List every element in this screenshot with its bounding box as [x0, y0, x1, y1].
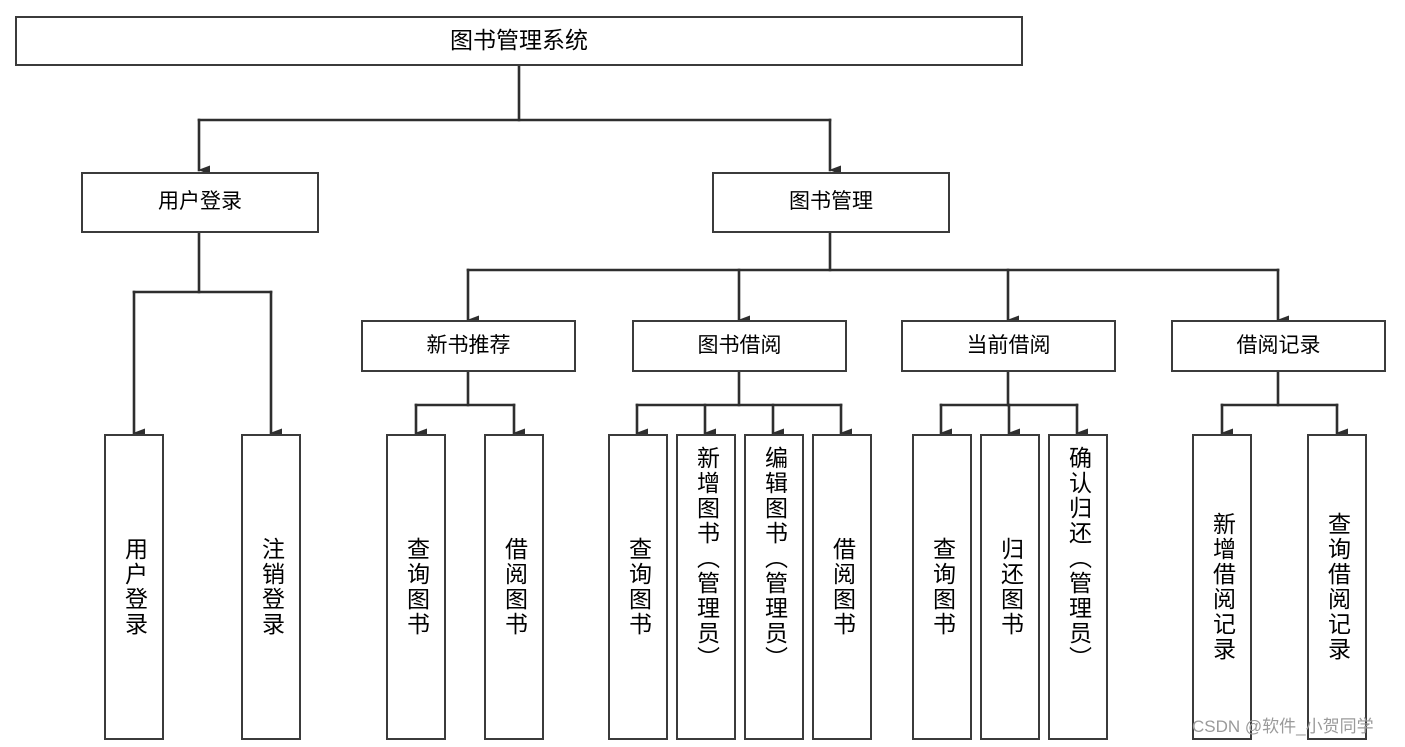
node-book-management[interactable]: 图书管理 [712, 172, 950, 233]
node-leaf-query-book-1[interactable]: 查询图书 [386, 434, 446, 740]
node-label: 借阅图书 [829, 537, 856, 637]
node-label: 用户登录 [158, 190, 242, 214]
node-leaf-query-book-3[interactable]: 查询图书 [912, 434, 972, 740]
node-leaf-return-book[interactable]: 归还图书 [980, 434, 1040, 740]
node-leaf-add-book[interactable]: 新增图书（管理员） [676, 434, 736, 740]
node-current-borrow[interactable]: 当前借阅 [901, 320, 1116, 372]
node-leaf-edit-book[interactable]: 编辑图书（管理员） [744, 434, 804, 740]
node-label: 借阅记录 [1236, 333, 1321, 357]
node-leaf-logout-login[interactable]: 注销登录 [241, 434, 301, 740]
node-label: 归还图书 [997, 537, 1024, 637]
node-label: 借阅图书 [501, 537, 528, 637]
node-label: 确认归还（管理员） [1065, 446, 1092, 671]
node-label: 注销登录 [258, 537, 285, 637]
node-label: 查询图书 [625, 537, 652, 637]
node-label: 图书借阅 [697, 333, 782, 357]
node-label: 查询借阅记录 [1324, 512, 1351, 662]
node-label: 用户登录 [121, 537, 148, 637]
node-book-borrow[interactable]: 图书借阅 [632, 320, 847, 372]
node-label: 当前借阅 [966, 333, 1051, 357]
node-borrow-record[interactable]: 借阅记录 [1171, 320, 1386, 372]
node-label: 图书管理系统 [450, 27, 588, 54]
node-new-book-recommend[interactable]: 新书推荐 [361, 320, 576, 372]
node-leaf-borrow-book-2[interactable]: 借阅图书 [812, 434, 872, 740]
node-label: 新增借阅记录 [1209, 512, 1236, 662]
node-label: 查询图书 [929, 537, 956, 637]
node-leaf-borrow-book-1[interactable]: 借阅图书 [484, 434, 544, 740]
node-leaf-add-borrow-record[interactable]: 新增借阅记录 [1192, 434, 1252, 740]
node-leaf-query-book-2[interactable]: 查询图书 [608, 434, 668, 740]
node-leaf-query-borrow-record[interactable]: 查询借阅记录 [1307, 434, 1367, 740]
node-label: 新书推荐 [426, 333, 511, 357]
node-leaf-user-login[interactable]: 用户登录 [104, 434, 164, 740]
watermark-text: CSDN @软件_小贺同学 [1192, 717, 1374, 736]
node-label: 新增图书（管理员） [693, 446, 720, 671]
node-book-management-system[interactable]: 图书管理系统 [15, 16, 1023, 66]
node-label: 图书管理 [789, 190, 873, 214]
node-leaf-confirm-return[interactable]: 确认归还（管理员） [1048, 434, 1108, 740]
node-label: 编辑图书（管理员） [761, 446, 788, 671]
csdn-watermark: CSDN @软件_小贺同学 [1192, 712, 1374, 737]
node-user-login[interactable]: 用户登录 [81, 172, 319, 233]
node-label: 查询图书 [403, 537, 430, 637]
